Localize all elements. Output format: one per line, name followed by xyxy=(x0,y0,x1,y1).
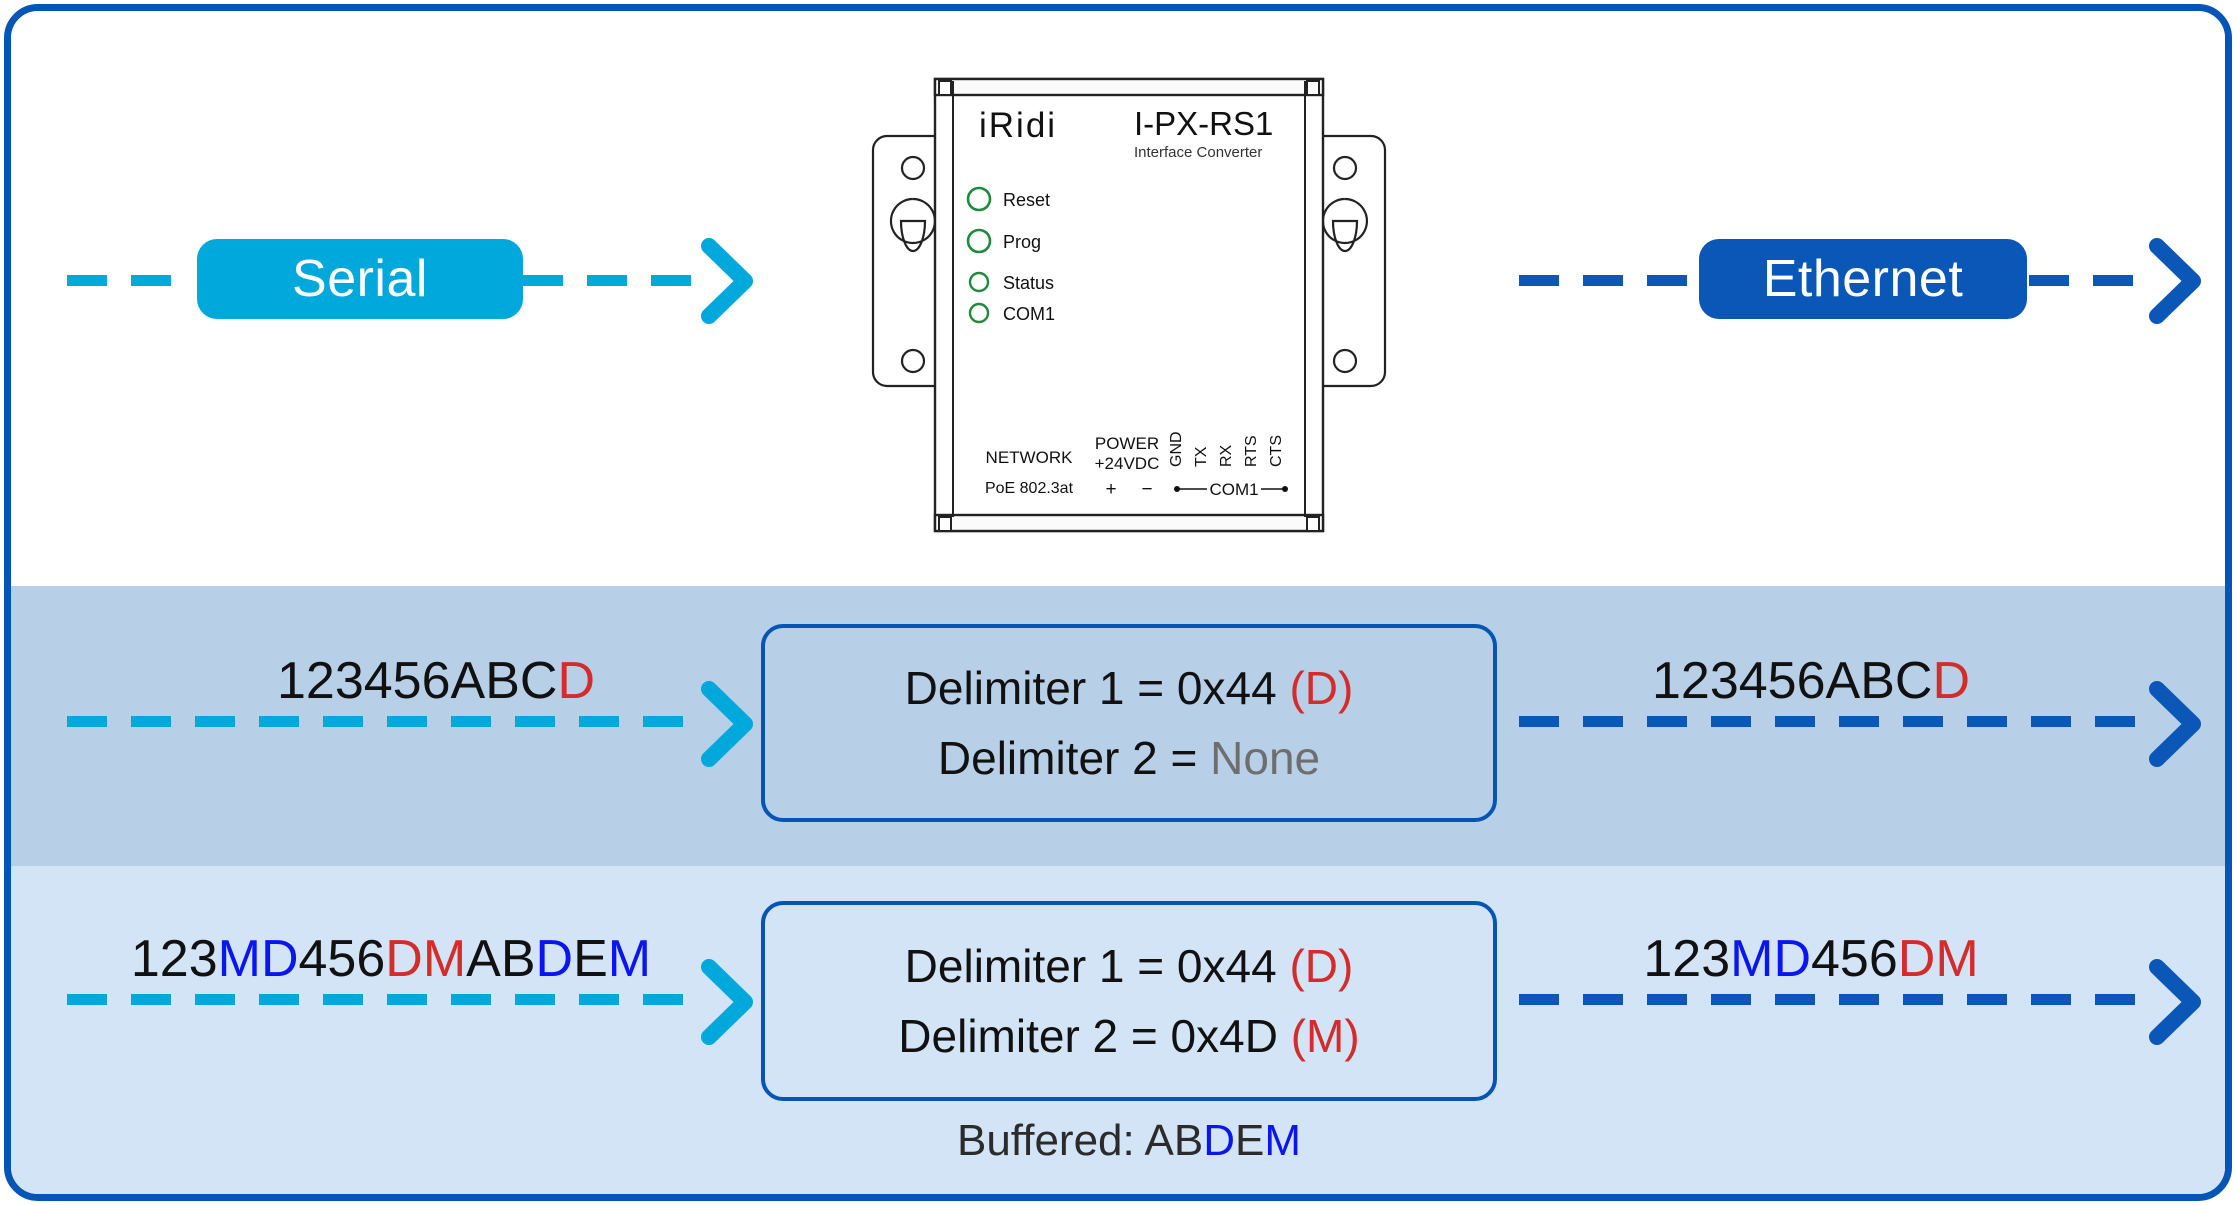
svg-text:TX: TX xyxy=(1193,446,1210,467)
serial-pill: Serial xyxy=(197,239,523,319)
row2-buffered-text: Buffered: ABDEM xyxy=(761,1116,1497,1166)
svg-text:PoE 802.3at: PoE 802.3at xyxy=(985,480,1074,497)
svg-text:−: − xyxy=(1141,479,1152,500)
string-segment-6: E xyxy=(573,930,608,988)
string-segment-4: AB xyxy=(466,930,536,988)
serial-dash-right xyxy=(523,275,703,286)
svg-text:POWER: POWER xyxy=(1095,434,1159,453)
row1-output-arrow-icon xyxy=(2147,679,2205,769)
string-segment-3: M xyxy=(1264,1116,1302,1165)
svg-text:Interface Converter: Interface Converter xyxy=(1134,144,1262,161)
row1-delimiter-2-label: Delimiter 2 = xyxy=(937,732,1198,784)
row1-delimiter-1-char: (D) xyxy=(1289,662,1354,714)
string-segment-2: E xyxy=(1235,1116,1265,1165)
svg-text:I-PX-RS1: I-PX-RS1 xyxy=(1134,105,1273,142)
svg-text:NETWORK: NETWORK xyxy=(986,448,1074,467)
svg-text:COM1: COM1 xyxy=(1003,304,1055,324)
svg-text:RX: RX xyxy=(1218,444,1235,467)
string-segment-3: DM xyxy=(1897,930,1979,988)
svg-text:RTS: RTS xyxy=(1243,435,1260,467)
serial-arrow-icon xyxy=(699,236,757,326)
row2-output-arrow-icon xyxy=(2147,957,2205,1047)
string-segment-0: 123456ABC xyxy=(1651,652,1933,710)
svg-text:CTS: CTS xyxy=(1268,435,1285,467)
row2-delimiter-2-label: Delimiter 2 = 0x4D xyxy=(898,1010,1278,1062)
string-segment-2: 456 xyxy=(1811,930,1898,988)
string-segment-0: 123 xyxy=(1643,930,1731,988)
string-segment-1: D xyxy=(1932,652,1970,710)
row2-delimiter-1-line: Delimiter 1 = 0x44 (D) xyxy=(905,939,1354,993)
row1-delimiter-box: Delimiter 1 = 0x44 (D) Delimiter 2 = Non… xyxy=(761,624,1497,822)
string-segment-0: 123456ABC xyxy=(276,652,558,710)
serial-dash-left xyxy=(67,275,197,286)
svg-text:Status: Status xyxy=(1003,273,1054,293)
device-illustration: iRidi I-PX-RS1 Interface Converter Reset… xyxy=(869,71,1389,561)
row2-output-string: 123MD456DM xyxy=(1571,929,2051,989)
ethernet-dash-left xyxy=(1519,275,1699,286)
row1-input-string: 123456ABCD xyxy=(226,651,646,711)
row1-output-string: 123456ABCD xyxy=(1571,651,2051,711)
row2-delimiter-1-char: (D) xyxy=(1289,940,1354,992)
ethernet-pill: Ethernet xyxy=(1699,239,2027,319)
ethernet-dash-right xyxy=(2029,275,2155,286)
svg-text:+24VDC: +24VDC xyxy=(1095,454,1160,473)
row1-delimiter-1-line: Delimiter 1 = 0x44 (D) xyxy=(905,661,1354,715)
svg-text:Reset: Reset xyxy=(1003,190,1050,210)
row2-input-string: 123MD456DMABDEM xyxy=(91,929,691,989)
row1-delimiter-1-label: Delimiter 1 = 0x44 xyxy=(904,662,1277,714)
ethernet-arrow-icon xyxy=(2147,236,2205,326)
ethernet-pill-label: Ethernet xyxy=(1762,250,1964,308)
string-segment-1: D xyxy=(557,652,595,710)
row2-delimiter-box: Delimiter 1 = 0x44 (D) Delimiter 2 = 0x4… xyxy=(761,901,1497,1101)
row2-output-dash xyxy=(1519,994,2145,1005)
svg-text:GND: GND xyxy=(1168,431,1185,467)
string-segment-1: D xyxy=(1203,1116,1236,1165)
row2-input-dash xyxy=(67,994,707,1005)
svg-text:COM1: COM1 xyxy=(1209,480,1258,499)
row2-input-arrow-icon xyxy=(699,957,757,1047)
svg-text:+: + xyxy=(1105,479,1116,500)
string-segment-1: MD xyxy=(217,930,299,988)
string-segment-0: 123 xyxy=(130,930,218,988)
row2-delimiter-2-line: Delimiter 2 = 0x4D (M) xyxy=(898,1009,1359,1063)
svg-text:iRidi: iRidi xyxy=(979,106,1057,145)
string-segment-0: Buffered: AB xyxy=(956,1116,1204,1165)
serial-pill-label: Serial xyxy=(292,250,428,308)
row1-delimiter-2-value: None xyxy=(1210,732,1321,784)
svg-text:Prog: Prog xyxy=(1003,232,1041,252)
string-segment-3: DM xyxy=(385,930,467,988)
row1-input-dash xyxy=(67,716,707,727)
row2-delimiter-2-char: (M) xyxy=(1290,1010,1360,1062)
string-segment-1: MD xyxy=(1730,930,1811,988)
string-segment-7: M xyxy=(607,930,652,988)
string-segment-2: 456 xyxy=(298,930,386,988)
row2-delimiter-1-label: Delimiter 1 = 0x44 xyxy=(904,940,1277,992)
string-segment-5: D xyxy=(535,930,574,988)
row1-output-dash xyxy=(1519,716,2145,727)
outer-frame: Serial Ethernet xyxy=(4,4,2232,1201)
row1-delimiter-2-line: Delimiter 2 = None xyxy=(938,731,1320,785)
row1-input-arrow-icon xyxy=(699,679,757,769)
